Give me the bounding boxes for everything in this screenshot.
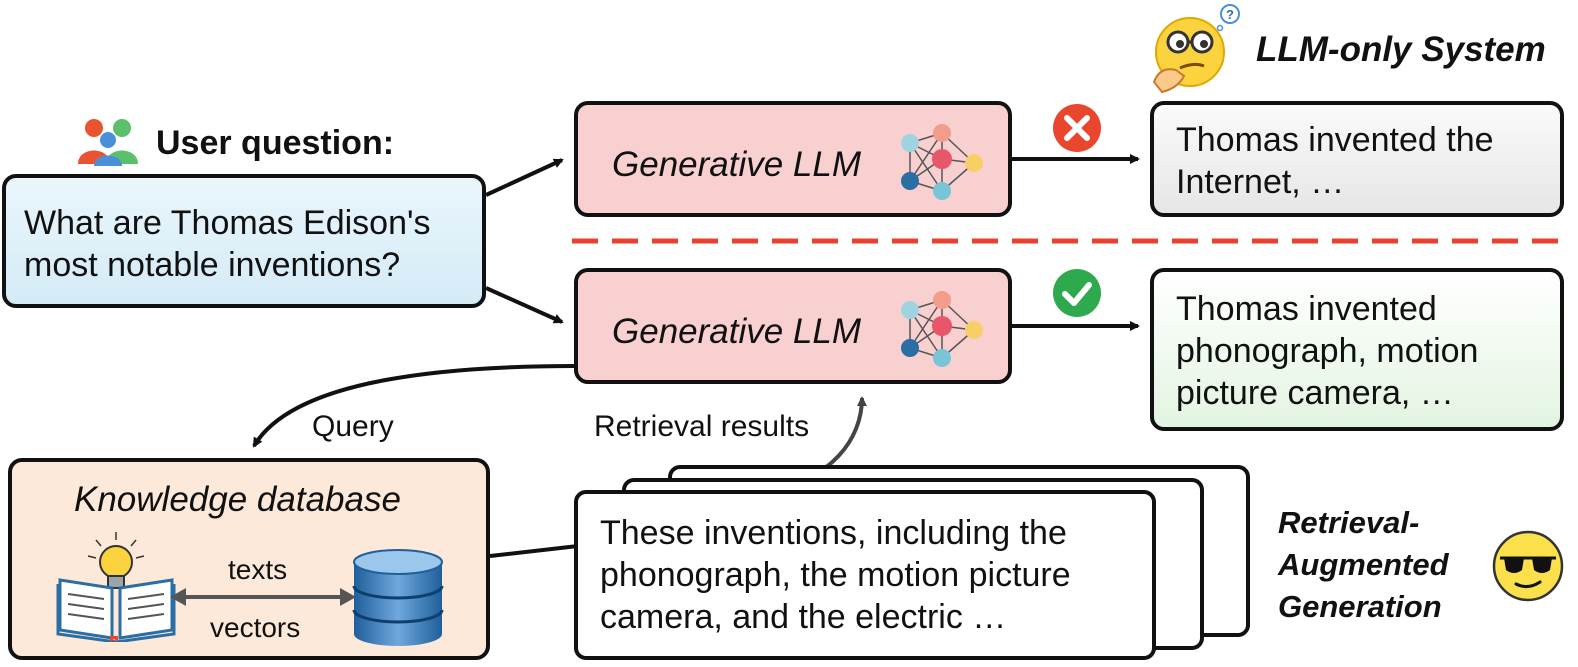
llm-top-label: Generative LLM bbox=[612, 145, 862, 184]
neural-network-icon bbox=[901, 291, 983, 367]
knowledge-database-title: Knowledge database bbox=[74, 480, 401, 519]
arrow-query bbox=[252, 364, 577, 448]
knowledge-database-box: Knowledge database texts vectors bbox=[8, 458, 490, 660]
database-icon bbox=[352, 549, 444, 646]
vectors-label: vectors bbox=[210, 612, 301, 643]
output-bottom-box: Thomas invented phonograph, motion pictu… bbox=[1150, 268, 1564, 431]
link-kb-to-docs bbox=[489, 544, 579, 558]
texts-label: texts bbox=[228, 554, 288, 585]
book-bulb-icon bbox=[56, 532, 176, 642]
llm-bottom-label: Generative LLM bbox=[612, 312, 862, 351]
thinking-face-icon: ? bbox=[1152, 4, 1240, 94]
users-icon bbox=[76, 116, 140, 166]
rag-title-line3: Generation bbox=[1278, 589, 1442, 624]
arrow-question-to-llm-top bbox=[485, 158, 564, 197]
check-mark-icon bbox=[1053, 269, 1101, 317]
query-label: Query bbox=[312, 410, 394, 443]
llm-only-title: LLM-only System bbox=[1256, 30, 1546, 69]
wrong-mark-icon bbox=[1053, 104, 1101, 152]
sunglasses-face-icon bbox=[1492, 530, 1564, 602]
rag-title: Retrieval- Augmented Generation bbox=[1278, 502, 1449, 628]
rag-title-line2: Augmented bbox=[1278, 547, 1449, 582]
llm-bottom-box: Generative LLM bbox=[574, 268, 1012, 384]
retrieved-doc-text: These inventions, including the phonogra… bbox=[600, 514, 1071, 636]
user-question-box: What are Thomas Edison's most notable in… bbox=[2, 174, 486, 308]
retrieved-doc-front: These inventions, including the phonogra… bbox=[574, 490, 1156, 660]
output-top-text: Thomas invented the Internet, … bbox=[1176, 121, 1494, 201]
output-top-box: Thomas invented the Internet, … bbox=[1150, 101, 1564, 217]
user-question-text: What are Thomas Edison's most notable in… bbox=[24, 204, 431, 284]
svg-text:?: ? bbox=[1226, 7, 1234, 22]
arrow-question-to-llm-bottom bbox=[485, 286, 564, 324]
output-bottom-text: Thomas invented phonograph, motion pictu… bbox=[1176, 290, 1479, 412]
user-question-heading: User question: bbox=[156, 124, 395, 162]
rag-title-line1: Retrieval- bbox=[1278, 505, 1420, 540]
retrieval-results-label: Retrieval results bbox=[594, 410, 810, 443]
double-arrow bbox=[170, 588, 356, 606]
neural-network-icon bbox=[901, 124, 983, 200]
llm-top-box: Generative LLM bbox=[574, 101, 1012, 217]
